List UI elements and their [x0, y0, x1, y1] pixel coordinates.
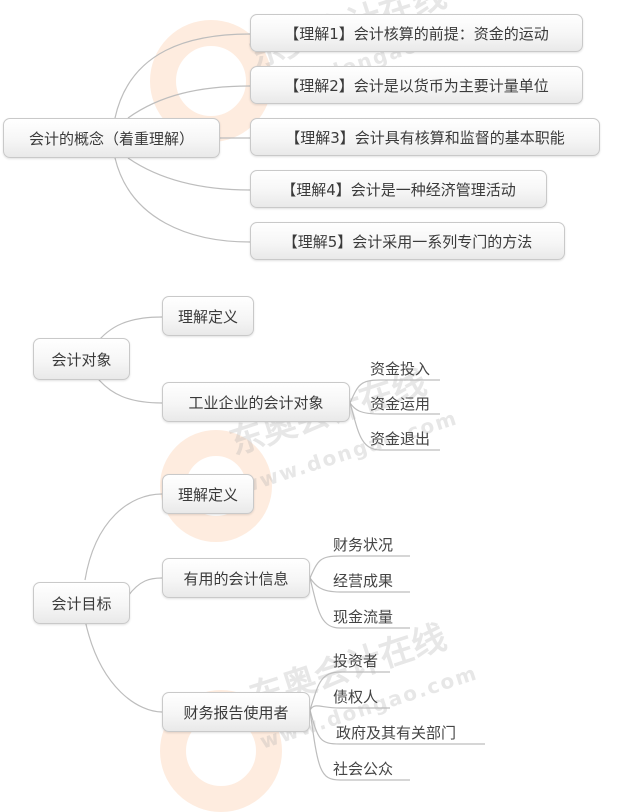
map1-child-1[interactable]: 【理解1】会计核算的前提：资金的运动: [250, 14, 583, 52]
map1-child-3[interactable]: 【理解3】会计具有核算和监督的基本职能: [250, 118, 600, 156]
map2-leaf-capital-exit[interactable]: 资金退出: [370, 430, 431, 448]
map3-leaf-cash-flow[interactable]: 现金流量: [333, 608, 394, 626]
map2-leaf-capital-use[interactable]: 资金运用: [370, 395, 431, 413]
map3-leaf-creditors[interactable]: 债权人: [333, 688, 379, 706]
map1-child-2[interactable]: 【理解2】会计是以货币为主要计量单位: [250, 66, 583, 104]
map3-root-node[interactable]: 会计目标: [33, 582, 130, 624]
map3-leaf-public[interactable]: 社会公众: [333, 760, 394, 778]
map1-child-5[interactable]: 【理解5】会计采用一系列专门的方法: [250, 222, 565, 260]
map2-leaf-capital-input[interactable]: 资金投入: [370, 360, 431, 378]
map3-child-report-users[interactable]: 财务报告使用者: [162, 692, 310, 732]
map3-child-useful-info[interactable]: 有用的会计信息: [162, 558, 310, 598]
map3-leaf-government[interactable]: 政府及其有关部门: [336, 724, 457, 742]
map2-root-node[interactable]: 会计对象: [33, 338, 130, 380]
map3-child-definition[interactable]: 理解定义: [162, 474, 254, 514]
map1-child-4[interactable]: 【理解4】会计是一种经济管理活动: [250, 170, 547, 208]
connector-lines: [84, 33, 485, 781]
map3-leaf-operating-results[interactable]: 经营成果: [333, 572, 394, 590]
map2-child-definition[interactable]: 理解定义: [162, 296, 254, 336]
map2-child-industrial[interactable]: 工业企业的会计对象: [162, 382, 350, 422]
map3-leaf-investors[interactable]: 投资者: [333, 652, 379, 670]
map3-leaf-financial-position[interactable]: 财务状况: [333, 536, 394, 554]
map1-root-node[interactable]: 会计的概念（着重理解）: [3, 118, 220, 158]
